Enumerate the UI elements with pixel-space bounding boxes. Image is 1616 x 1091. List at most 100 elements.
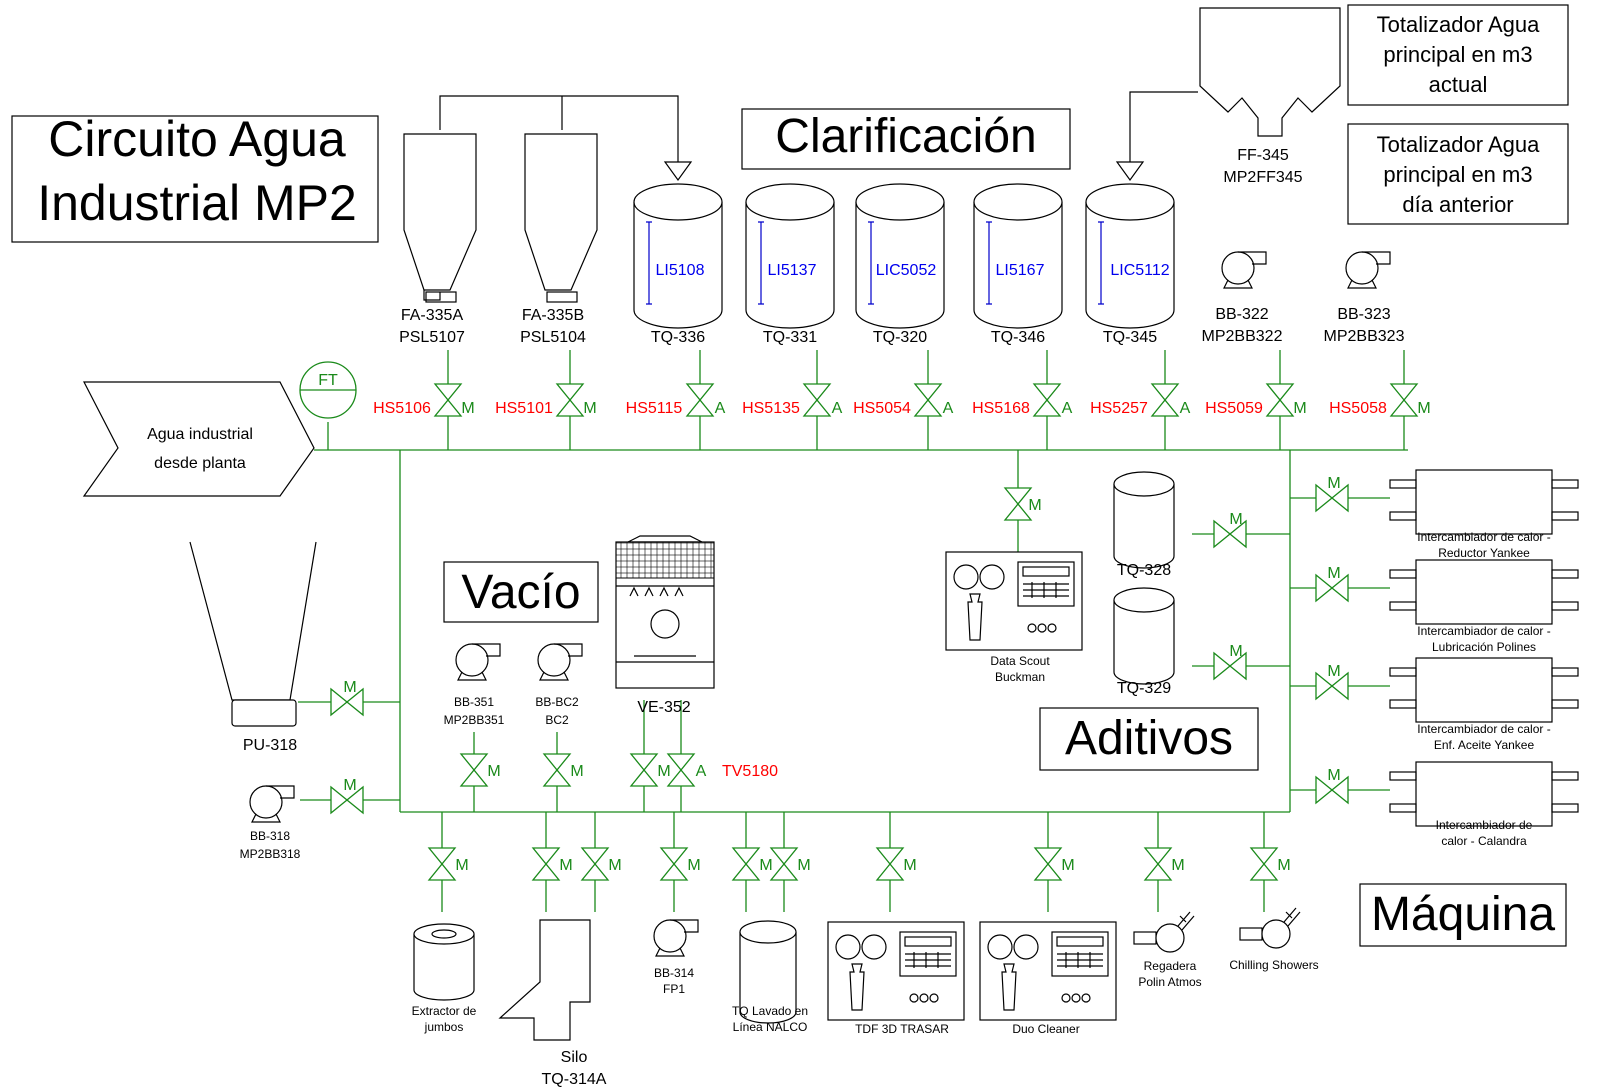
data-scout-line2: Buckman [995,670,1045,684]
pump-bb318-name: BB-318 [250,829,290,843]
valve-hs5059[interactable] [1266,383,1294,417]
pump-bb314-tag: FP1 [663,982,685,996]
valve-hs5115[interactable] [686,383,714,417]
valve-hs5106[interactable] [434,383,462,417]
pump-bb323-tag: MP2BB323 [1324,328,1405,345]
silo-tq314a [498,919,591,1041]
valve-extractor[interactable] [428,847,456,881]
tank-tq336 [633,183,723,329]
valve-hs5058-mode: M [1417,400,1430,417]
pump-bb322-name: BB-322 [1215,306,1268,323]
valve-chilling-mode: M [1277,857,1290,874]
valve-hs5168-tag: HS5168 [972,400,1030,417]
valve-duo[interactable] [1034,847,1062,881]
title-line1: Circuito Agua [48,111,346,167]
level-lic5112: LIC5112 [1110,262,1169,279]
vacio-label: Vacío [461,566,580,619]
valve-hs5054-tag: HS5054 [853,400,911,417]
title-box [11,115,379,243]
valve-hs5101[interactable] [556,383,584,417]
valve-hs5135-tag: HS5135 [742,400,800,417]
valve-bb314[interactable] [660,847,688,881]
valve-bb351-mode: M [487,763,500,780]
valve-hs5054[interactable] [914,383,942,417]
tank-tq-lavado [739,920,797,1024]
piping [298,350,1408,912]
silo-line1: Silo [561,1049,588,1066]
valve-silo-1-mode: M [559,857,572,874]
valve-hs5106-mode: M [461,400,474,417]
valve-hs5101-tag: HS5101 [495,400,553,417]
vessel-ve352 [615,535,715,689]
panel-data-scout [945,551,1083,651]
pump-bb322-tag: MP2BB322 [1202,328,1283,345]
valve-hs5135[interactable] [803,383,831,417]
pump-bb323-name: BB-323 [1337,306,1390,323]
inlet-arrow [82,381,315,497]
silo-line2: TQ-314A [542,1071,607,1088]
tq-lavado-line1: TQ Lavado en [732,1004,808,1018]
valve-bb314-mode: M [687,857,700,874]
hx-reductor-yankee [1389,469,1579,535]
valve-hs5257-tag: HS5257 [1090,400,1148,417]
valve-chilling[interactable] [1250,847,1278,881]
valve-hs5168[interactable] [1033,383,1061,417]
valve-tv5180-mode: A [696,763,707,780]
hx-calandra [1389,761,1579,827]
valve-tq-lavado-1[interactable] [732,847,760,881]
hx-aceite-line2: Enf. Aceite Yankee [1434,738,1535,752]
valve-duo-mode: M [1061,857,1074,874]
hx-lubricacion-polines [1389,559,1579,625]
maquina-box [1359,883,1567,947]
pump-bb351-tag: MP2BB351 [444,713,505,727]
shower-chilling [1239,907,1301,949]
pump-bbbc2-name: BB-BC2 [535,695,579,709]
valve-hs5115-tag: HS5115 [626,400,683,417]
hopper-fa335a [403,133,477,303]
level-li5137: LI5137 [768,262,817,279]
regadera-line1: Regadera [1144,959,1197,973]
pump-bb322 [1221,251,1267,289]
valve-data-scout[interactable] [1004,487,1032,521]
valve-hx-reductor-mode: M [1327,475,1340,492]
valve-silo-2[interactable] [581,847,609,881]
pump-bb323 [1345,251,1391,289]
level-li5108: LI5108 [656,262,705,279]
tank-tq346 [973,183,1063,329]
valve-hs5101-mode: M [583,400,596,417]
valve-bb351[interactable] [460,753,488,787]
extractor-jumbos [413,923,475,1001]
valve-silo-1[interactable] [532,847,560,881]
totalizer-prev-box [1347,123,1569,225]
feeder-ff345 [1199,7,1341,137]
hx-reductor-line2: Reductor Yankee [1438,546,1530,560]
panel-duo-cleaner [979,921,1117,1021]
valve-silo-2-mode: M [608,857,621,874]
ft-label: FT [318,372,338,389]
valve-tdf[interactable] [876,847,904,881]
totalizer-prev-line3: día anterior [1402,192,1513,217]
clarificacion-box [741,108,1071,170]
valve-pu318-mode: M [343,679,356,696]
hx-reductor-line1: Intercambiador de calor - [1417,530,1550,544]
valve-ve352-manual[interactable] [630,753,658,787]
pump-bb351 [455,643,501,681]
valve-hs5257[interactable] [1151,383,1179,417]
valve-tv5180-tag: TV5180 [722,763,778,780]
valve-regadera-mode: M [1171,857,1184,874]
chilling-label: Chilling Showers [1229,958,1318,972]
valve-bbbc2[interactable] [543,753,571,787]
valve-hx-aceite-mode: M [1327,663,1340,680]
valve-tq-lavado-2[interactable] [770,847,798,881]
extractor-line1: Extractor de [412,1004,477,1018]
valve-tv5180[interactable] [667,753,695,787]
valve-ve352-manual-mode: M [657,763,670,780]
valve-hs5168-mode: A [1062,400,1073,417]
hopper-fa335b-tag: PSL5104 [520,329,586,346]
valve-hs5058[interactable] [1390,383,1418,417]
hx-calandra-line1: Intercambiador de [1436,818,1533,832]
totalizer-prev-line1: Totalizador Agua [1377,132,1540,157]
valve-regadera[interactable] [1144,847,1172,881]
valve-hs5058-tag: HS5058 [1329,400,1387,417]
pump-bb318 [249,785,295,823]
